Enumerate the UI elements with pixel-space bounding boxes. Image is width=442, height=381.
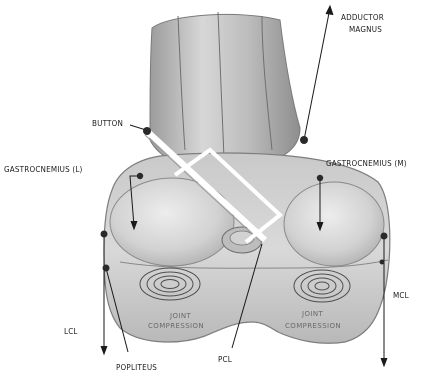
label-adductor-2: MAGNUS: [349, 25, 382, 34]
label-compression-left: COMPRESSION: [148, 322, 204, 330]
label-joint-left-1: JOINT: [169, 312, 191, 320]
adductor-anchor-dot: [300, 136, 308, 144]
popliteus-anchor-dot: [103, 265, 110, 272]
label-gastrocnemius-l: GASTROCNEMIUS (L): [4, 165, 83, 174]
label-joint-right-1: JOINT: [301, 310, 323, 318]
label-pcl: PCL: [218, 355, 232, 364]
mcl-lower-anchor-dot: [380, 260, 385, 265]
lcl-anchor-dot: [101, 231, 108, 238]
label-gastrocnemius-m: GASTROCNEMIUS (M): [326, 159, 407, 168]
button-anchor-dot: [143, 127, 151, 135]
label-lcl: LCL: [64, 327, 78, 336]
femur-shaft: [150, 12, 300, 168]
label-mcl: MCL: [393, 291, 409, 300]
medial-condyle: [284, 182, 384, 266]
label-adductor-1: ADDUCTOR: [341, 13, 384, 22]
label-button: BUTTON: [92, 119, 123, 128]
mcl-anchor-dot: [381, 233, 388, 240]
label-compression-right: COMPRESSION: [285, 322, 341, 330]
gastro-l-anchor-dot: [137, 173, 143, 179]
gastro-m-anchor-dot: [317, 175, 323, 181]
label-popliteus: POPLITEUS: [116, 363, 157, 372]
